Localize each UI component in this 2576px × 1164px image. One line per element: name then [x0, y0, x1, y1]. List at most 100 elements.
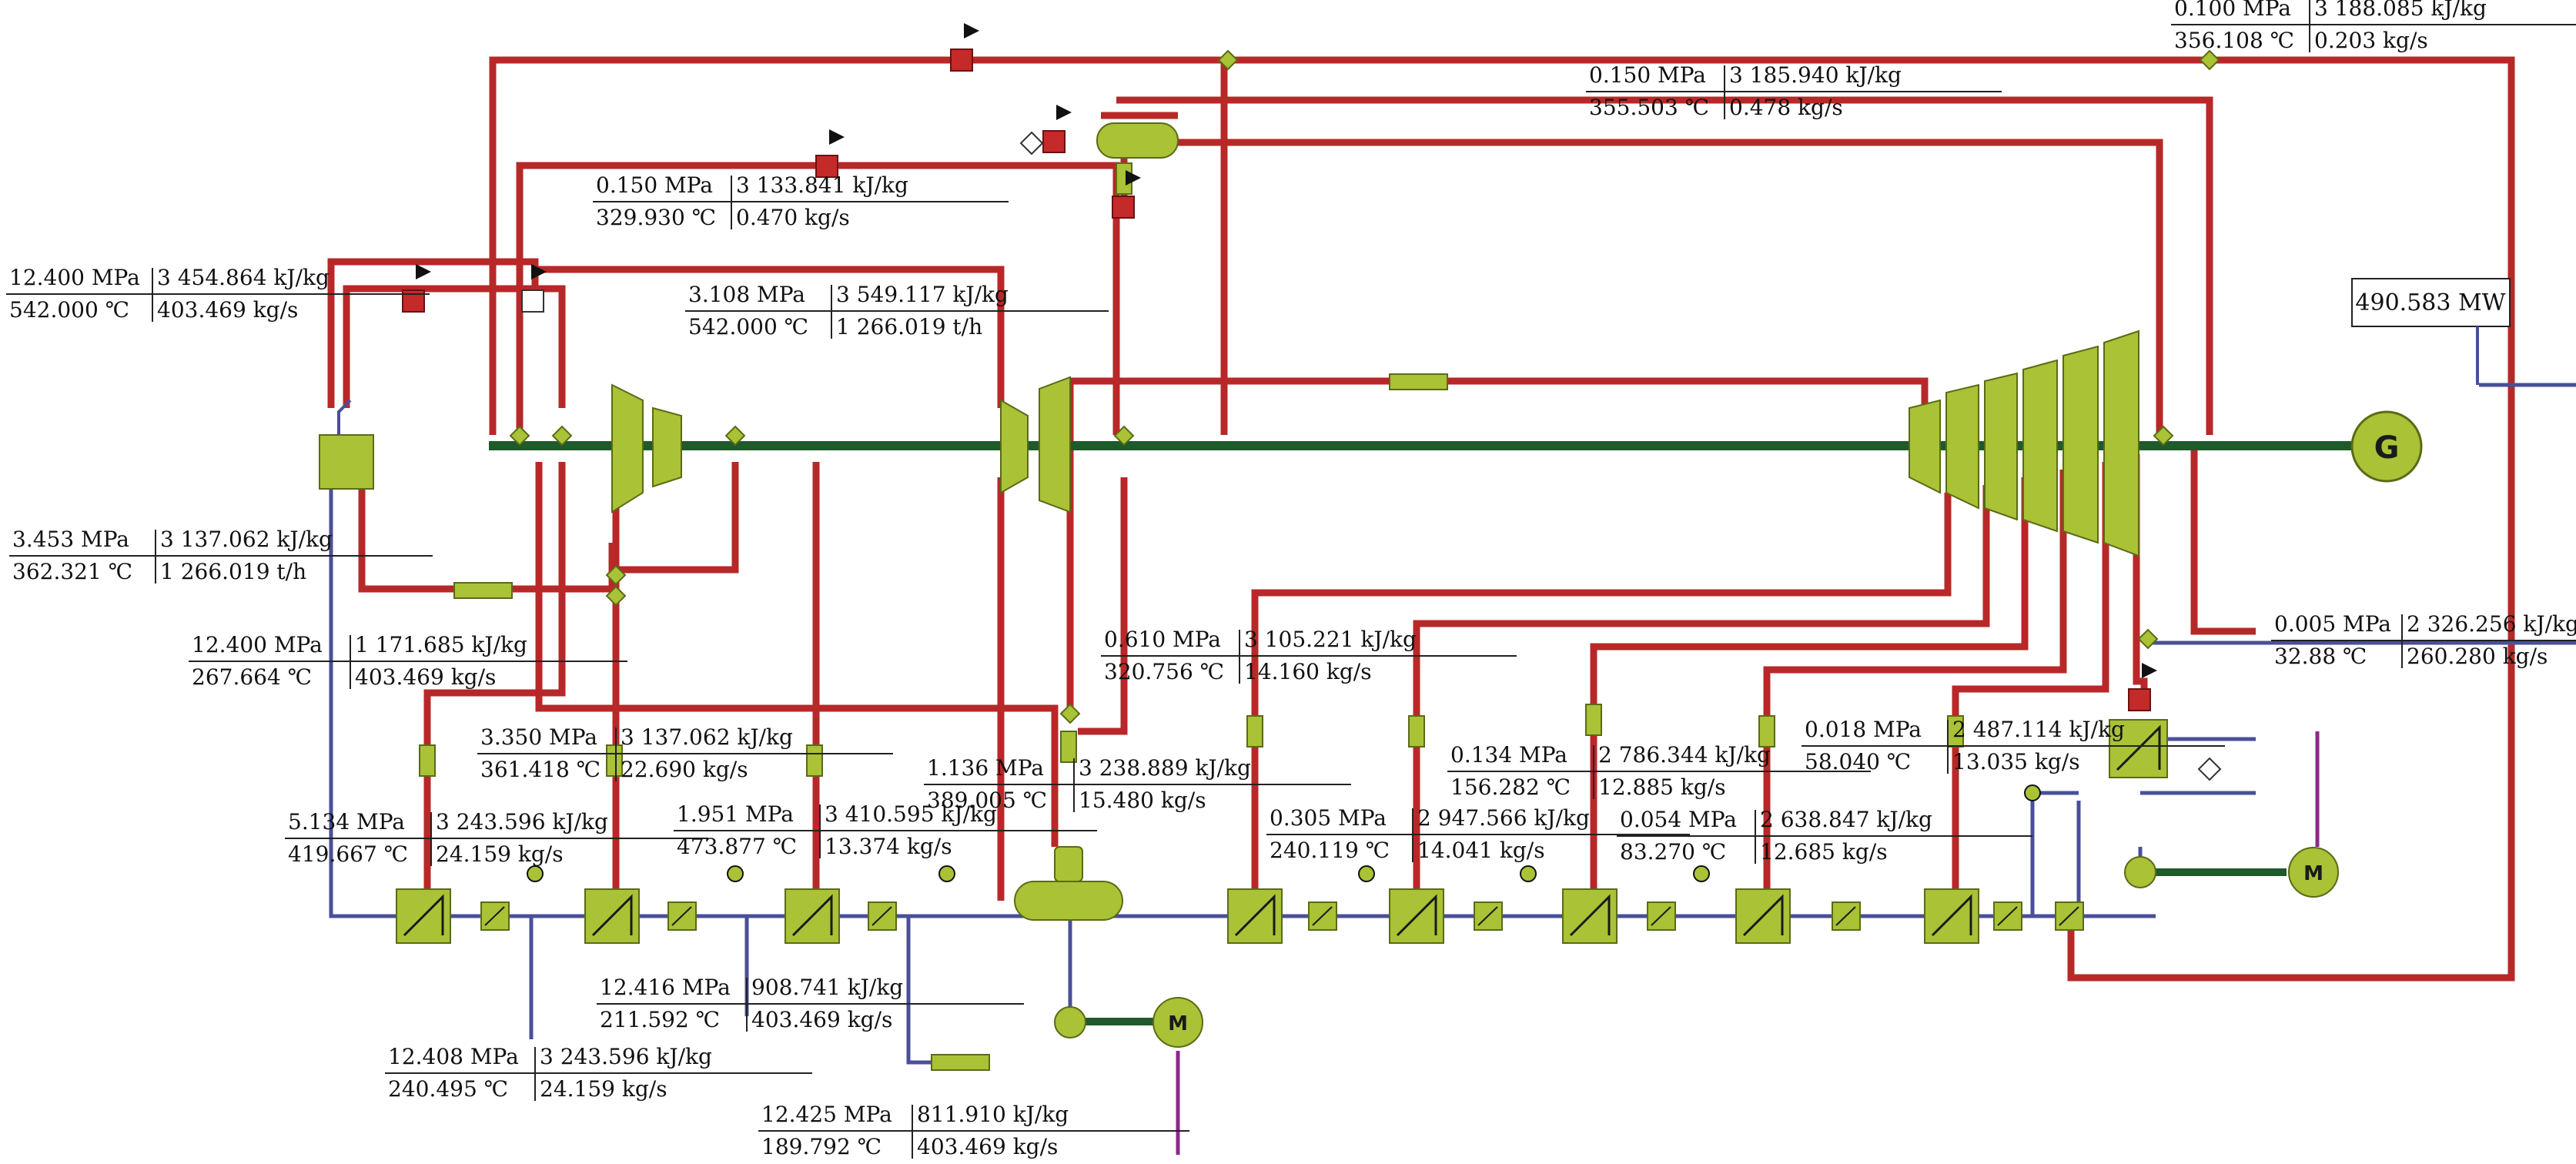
flow-value: 22.690 kg/s [621, 757, 748, 782]
boiler [319, 399, 374, 490]
enthalpy-value: 3 137.062 kJ/kg [621, 724, 793, 750]
motor [1153, 997, 1203, 1048]
temperature-value: 32.88 ℃ [2274, 644, 2367, 669]
lp-turbine-stage [1984, 372, 2018, 521]
generator-output-value: 490.583 MW [2355, 289, 2505, 316]
temperature-value: 267.664 ℃ [192, 664, 312, 690]
pressure-value: 5.134 MPa [288, 809, 405, 835]
flow-value: 13.035 kg/s [1952, 749, 2080, 774]
check-valve [724, 425, 746, 447]
temperature-value: 58.040 ℃ [1805, 749, 1911, 774]
coil [1931, 894, 1972, 937]
check-valve [509, 425, 530, 447]
enthalpy-value: 811.910 kJ/kg [917, 1102, 1069, 1127]
temperature-value: 361.418 ℃ [480, 757, 601, 782]
enthalpy-value: 3 454.864 kJ/kg [157, 265, 330, 290]
flow-element [419, 744, 436, 777]
pressure-value: 0.150 MPa [1589, 62, 1706, 88]
pressure-value: 12.408 MPa [388, 1044, 519, 1069]
meter [527, 865, 544, 882]
turbines [611, 329, 2139, 557]
water-line [906, 916, 947, 1065]
pressure-value: 0.305 MPa [1270, 805, 1387, 831]
check-valve [1113, 425, 1135, 447]
steam-pipe [489, 56, 2515, 982]
temperature-value: 473.877 ℃ [677, 834, 797, 859]
temperature-value: 320.756 ℃ [1104, 659, 1224, 684]
valve-flag-icon [1056, 105, 1072, 131]
temperature-value: 362.321 ℃ [12, 559, 132, 584]
meter [1358, 865, 1375, 882]
flow-value: 14.041 kg/s [1417, 838, 1545, 863]
state-point-label: 12.400 MPa 3 454.864 kJ/kg 542.000 ℃ 403.46… [6, 265, 430, 323]
pressure-value: 0.054 MPa [1620, 807, 1737, 832]
control-valve-open [521, 289, 544, 313]
temperature-value: 419.667 ℃ [288, 841, 408, 867]
steam-pipe [1178, 96, 2213, 435]
gland-condenser [1096, 122, 1179, 159]
check-valve [2153, 425, 2174, 447]
water-line [329, 470, 2156, 918]
motor-label: M [1168, 1012, 1188, 1035]
shaft [489, 441, 2352, 450]
lp-turbine-stage [2103, 329, 2139, 557]
coil [1396, 894, 1437, 937]
flow-element [1585, 704, 1602, 736]
pressure-value: 1.136 MPa [927, 755, 1044, 781]
deaerator-head [1054, 846, 1083, 882]
check-valve [2197, 757, 2222, 781]
pressure-value: 12.400 MPa [192, 632, 323, 657]
coil [871, 906, 892, 926]
motor [2288, 847, 2339, 898]
flow-value: 403.469 kg/s [917, 1134, 1058, 1159]
coil [2059, 906, 2079, 926]
enthalpy-value: 2 487.114 kJ/kg [1952, 717, 2125, 742]
check-valve [605, 564, 627, 586]
temperature-value: 329.930 ℃ [596, 205, 716, 230]
flow-element [1389, 373, 1448, 390]
flow-value: 403.469 kg/s [157, 297, 298, 323]
temperature-value: 389.005 ℃ [927, 788, 1047, 813]
generator-symbol [2350, 410, 2423, 483]
temperature-value: 356.108 ℃ [2174, 28, 2294, 53]
pressure-value: 0.134 MPa [1450, 742, 1567, 768]
coil [1742, 894, 1784, 937]
pressure-value: 3.350 MPa [480, 724, 597, 750]
check-valve [605, 585, 627, 607]
meter [1693, 865, 1710, 882]
valve-flag-icon [416, 264, 431, 290]
meter [938, 865, 955, 882]
flow-value: 12.685 kg/s [1760, 839, 1888, 865]
enthalpy-value: 3 188.085 kJ/kg [2314, 0, 2487, 21]
coil [484, 906, 505, 926]
flow-element [1758, 715, 1775, 748]
hp-turbine [611, 383, 644, 513]
enthalpy-value: 3 137.062 kJ/kg [160, 527, 333, 552]
control-valve [815, 155, 838, 178]
enthalpy-value: 3 549.117 kJ/kg [836, 282, 1009, 307]
steam-pipe [535, 462, 1059, 847]
coil [1997, 906, 2018, 926]
temperature-value: 542.000 ℃ [9, 297, 129, 323]
enthalpy-value: 3 238.889 kJ/kg [1079, 755, 1251, 781]
coil [2116, 724, 2161, 771]
flow-value: 15.480 kg/s [1079, 788, 1206, 813]
enthalpy-value: 3 133.841 kJ/kg [736, 172, 908, 198]
temperature-value: 542.000 ℃ [688, 314, 808, 340]
generator-output-box [2351, 278, 2511, 327]
steam-pipe [516, 162, 839, 435]
flow-element [806, 744, 823, 777]
pump-shaft [1086, 1018, 1163, 1025]
flow-value: 0.478 kg/s [1729, 95, 1843, 120]
pressure-value: 12.400 MPa [9, 265, 140, 290]
pressure-value: 0.610 MPa [1104, 627, 1221, 652]
deaerators [1014, 122, 1179, 921]
